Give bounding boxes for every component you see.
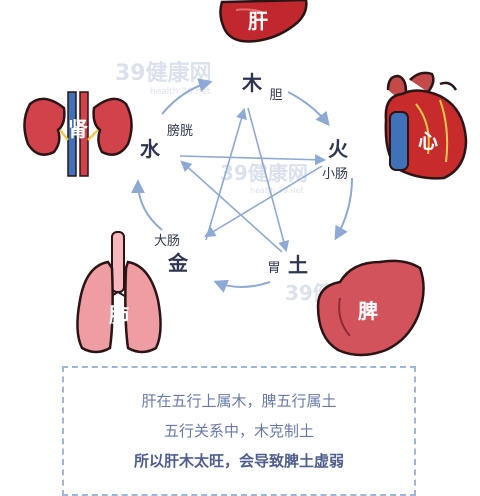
fu-large-intestine: 大肠 bbox=[154, 234, 180, 249]
element-earth: 土 bbox=[288, 253, 308, 277]
arrow-metal-to-wood bbox=[205, 107, 247, 241]
caption-box: 肝在五行上属木，脾五行属土 五行关系中，木克制土 所以肝木太旺，会导致脾土虚弱 bbox=[62, 366, 416, 496]
fu-gallbladder: 胆 bbox=[269, 88, 282, 103]
fu-small-intestine: 小肠 bbox=[322, 167, 348, 182]
heart-illustration: 心 bbox=[384, 71, 468, 180]
controlling-star bbox=[179, 107, 327, 253]
kidney-illustration: 肾 bbox=[23, 91, 133, 177]
element-fire: 火 bbox=[328, 137, 349, 161]
lung-illustration: 肺 bbox=[76, 231, 162, 354]
fu-stomach: 胃 bbox=[267, 261, 280, 276]
caption-line-2: 五行关系中，木克制土 bbox=[163, 422, 314, 440]
heart-label: 心 bbox=[418, 129, 438, 153]
kidney-label: 肾 bbox=[68, 117, 88, 141]
arrow-wood-to-fire bbox=[287, 91, 330, 127]
arrow-earth-to-water bbox=[180, 160, 283, 253]
five-elements-diagram: 39健康网 health.39.net 39健康网 health.39.net … bbox=[23, 0, 468, 357]
spleen-illustration: 脾 bbox=[316, 259, 425, 357]
spleen-label: 脾 bbox=[358, 299, 378, 323]
fu-bladder: 膀胱 bbox=[167, 123, 193, 139]
arrow-wood-to-earth bbox=[247, 107, 290, 253]
arrow-water-to-fire bbox=[179, 154, 327, 166]
generating-cycle bbox=[131, 78, 353, 293]
element-wood: 木 bbox=[241, 71, 263, 95]
arrow-earth-to-metal bbox=[213, 279, 271, 293]
arrow-water-to-wood bbox=[161, 78, 213, 115]
element-water: 水 bbox=[140, 137, 161, 161]
liver-illustration: 肝 bbox=[219, 0, 308, 43]
watermark-brand: 39健康网 bbox=[115, 60, 212, 86]
arrow-fire-to-earth bbox=[334, 177, 353, 241]
caption-line-3: 所以肝木太旺，会导致脾土虚弱 bbox=[133, 452, 344, 470]
watermark-url-center: health.39.net bbox=[250, 186, 304, 195]
liver-label: 肝 bbox=[248, 9, 268, 33]
arrow-metal-to-water bbox=[131, 179, 163, 231]
watermark: 39健康网 health.39.net 39健康网 health.39.net … bbox=[115, 60, 374, 315]
caption-line-1: 肝在五行上属木，脾五行属土 bbox=[141, 392, 337, 410]
lung-label: 肺 bbox=[109, 303, 129, 327]
watermark-url: health.39.net bbox=[150, 87, 211, 97]
element-metal: 金 bbox=[167, 251, 189, 275]
arrow-fire-to-metal bbox=[204, 165, 323, 238]
